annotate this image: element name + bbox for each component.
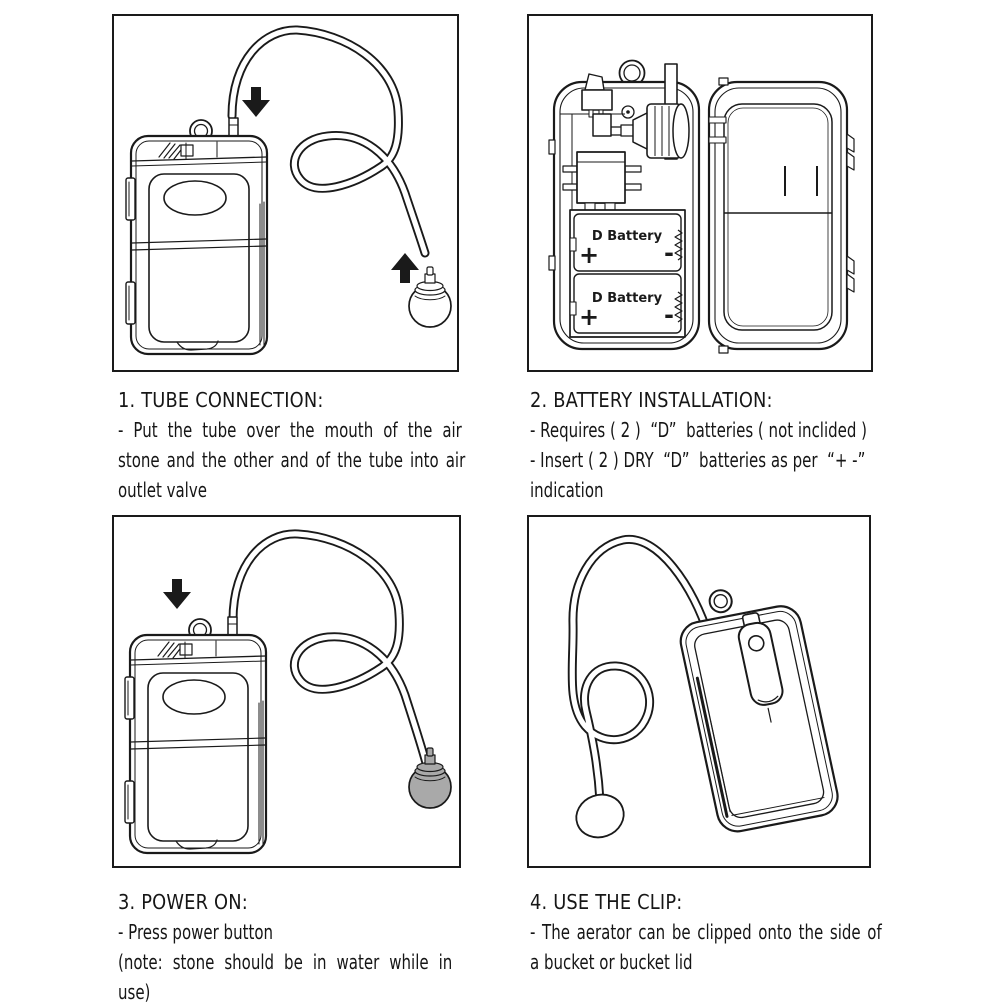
caption-line: stone and the other and of the tube into…	[118, 448, 466, 472]
hanging-ring-icon	[618, 59, 646, 87]
caption-line: a bucket or bucket lid	[530, 950, 693, 974]
battery-label: D Battery	[592, 229, 663, 244]
panel-power-on	[112, 515, 461, 868]
valve-block	[562, 151, 642, 211]
air-tube	[567, 534, 714, 806]
hinge-tab	[846, 133, 855, 153]
caption-line: - The aerator can be clipped onto the si…	[530, 920, 882, 944]
air-pump-illustration	[123, 615, 268, 855]
caption-line: outlet valve	[118, 478, 207, 502]
hinge-tab	[846, 151, 855, 171]
caption-line: - Requires ( 2 ) “D” batteries ( not inc…	[530, 418, 868, 442]
power-switch-lever	[584, 73, 605, 91]
plus-sign: +	[579, 241, 599, 269]
clip-hole	[747, 635, 765, 652]
panel-tube-connection	[112, 14, 459, 372]
caption-line: indication	[530, 478, 604, 502]
hinge-tab	[846, 273, 855, 293]
arrow-down-icon	[163, 579, 191, 609]
case-seal-seam	[695, 676, 729, 818]
battery-spring-icon	[674, 291, 683, 323]
panel-battery-installation: D Battery + - D Battery + -	[527, 14, 873, 372]
belt-clip	[737, 612, 784, 723]
minus-sign: -	[664, 301, 674, 329]
panel-use-the-clip	[527, 515, 871, 868]
minus-sign: -	[664, 239, 674, 267]
hinge-tab	[846, 255, 855, 275]
power-on-illustration	[123, 529, 452, 855]
air-stone	[575, 793, 625, 839]
caption-use-the-clip: 4. USE THE CLIP: - The aerator can be cl…	[530, 887, 990, 977]
arrow-up-icon	[391, 253, 419, 283]
caption-tube-connection: 1. TUBE CONNECTION: - Put the tube over …	[118, 385, 578, 505]
caption-line: use)	[118, 980, 151, 1004]
battery-installation-illustration: D Battery + - D Battery + -	[548, 59, 855, 354]
air-stone	[408, 747, 452, 809]
caption-title: 1. TUBE CONNECTION:	[118, 388, 324, 412]
caption-power-on: 3. POWER ON: - Press power button (note:…	[118, 887, 578, 1007]
pump-mechanism	[581, 63, 690, 160]
tube-connection-illustration	[124, 25, 452, 356]
caption-line: (note: stone should be in water while in	[118, 950, 453, 974]
battery-label: D Battery	[592, 291, 663, 306]
air-tube	[228, 529, 431, 768]
battery-spring-icon	[674, 229, 683, 261]
plus-sign: +	[579, 303, 599, 331]
air-stone	[408, 266, 452, 328]
caption-line: - Insert ( 2 ) DRY “D” batteries as per …	[530, 448, 866, 472]
power-switch	[581, 89, 613, 111]
aerator-device	[679, 589, 839, 833]
caption-battery-installation: 2. BATTERY INSTALLATION: - Requires ( 2 …	[530, 385, 990, 505]
caption-title: 2. BATTERY INSTALLATION:	[530, 388, 773, 412]
caption-line: - Put the tube over the mouth of the air	[118, 418, 462, 442]
air-tube	[227, 25, 430, 258]
caption-line: - Press power button	[118, 920, 274, 944]
caption-title: 4. USE THE CLIP:	[530, 890, 683, 914]
battery-compartment: D Battery + - D Battery + -	[569, 209, 686, 338]
air-pump-illustration	[124, 116, 269, 356]
clip-usage-illustration	[567, 534, 839, 839]
arrow-down-icon	[242, 87, 270, 117]
caption-title: 3. POWER ON:	[118, 890, 248, 914]
case-lid	[707, 77, 855, 354]
